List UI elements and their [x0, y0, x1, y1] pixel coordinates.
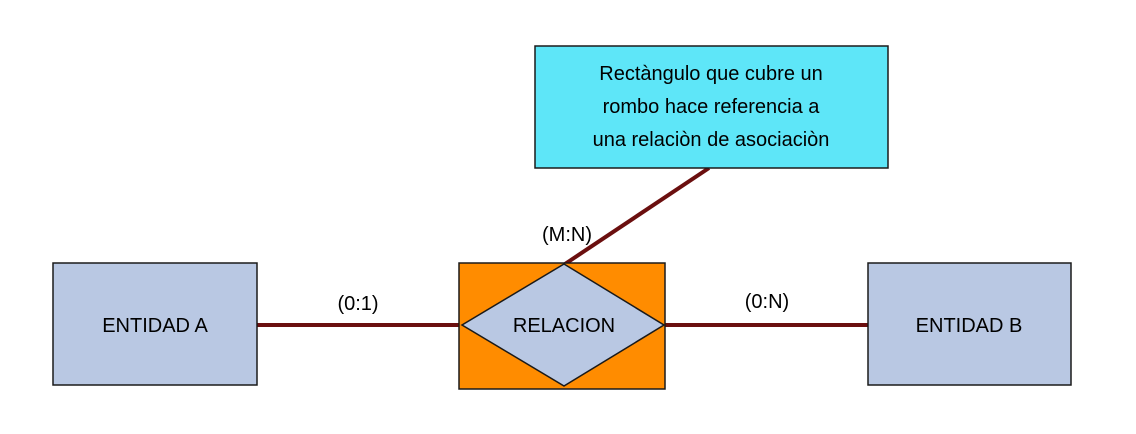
relation-diamond[interactable]: [460, 263, 666, 387]
entity-a-box[interactable]: [52, 262, 258, 386]
note-line-3: una relaciòn de asociaciòn: [593, 129, 830, 151]
cardinality-a-label: (0:1): [337, 293, 378, 315]
cardinality-b-label: (0:N): [745, 291, 789, 313]
note-line-1: Rectàngulo que cubre un: [599, 63, 823, 85]
note-box[interactable]: [534, 45, 889, 169]
entity-b-box[interactable]: [867, 262, 1072, 386]
relation-label: RELACION: [513, 315, 615, 337]
entity-b-label: ENTIDAD B: [916, 315, 1023, 337]
connector-note-relation: [563, 166, 711, 266]
entity-a-label: ENTIDAD A: [102, 315, 208, 337]
note-line-2: rombo hace referencia a: [603, 96, 821, 118]
relation-type-label: (M:N): [542, 224, 592, 246]
